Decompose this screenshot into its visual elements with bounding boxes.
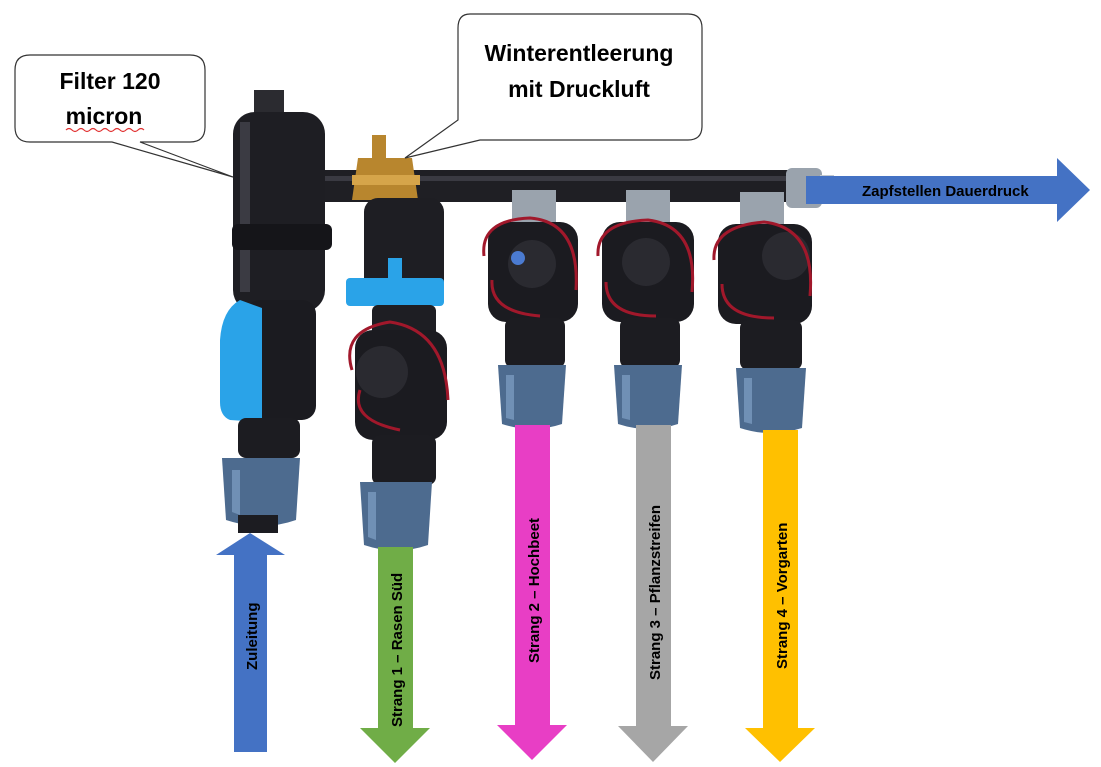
valve-3 <box>596 190 695 429</box>
valve-1 <box>348 305 450 551</box>
valve-4 <box>712 192 813 433</box>
arrow-strang-3-label: Strang 3 – Pflanzstreifen <box>647 505 664 680</box>
arrow-zuleitung <box>216 533 285 752</box>
callout-winter-line1: Winterentleerung <box>485 40 674 66</box>
arrow-strang-3 <box>618 425 688 762</box>
arrow-zapfstellen-label: Zapfstellen Dauerdruck <box>862 183 1029 200</box>
arrow-strang-2 <box>497 425 567 760</box>
callout-filter: Filter 120 micron <box>14 54 234 178</box>
arrow-strang-4 <box>745 430 815 762</box>
manifold-photo <box>220 90 834 551</box>
arrow-strang-2-label: Strang 2 – Hochbeet <box>526 518 543 663</box>
arrow-zapfstellen <box>806 158 1090 222</box>
callout-filter-line1: Filter 120 <box>60 68 161 94</box>
filter-assembly <box>220 90 332 533</box>
callout-winter-line2: mit Druckluft <box>508 76 650 102</box>
arrow-strang-1 <box>360 547 430 763</box>
callout-winterentleerung: Winterentleerung mit Druckluft <box>404 13 703 159</box>
winter-drain-assembly <box>346 135 444 306</box>
callout-filter-line2: micron <box>66 103 143 129</box>
arrow-strang-4-label: Strang 4 – Vorgarten <box>774 523 791 669</box>
arrow-zuleitung-label: Zuleitung <box>244 603 261 671</box>
valve-2 <box>482 190 578 429</box>
arrow-strang-1-label: Strang 1 – Rasen Süd <box>389 573 406 727</box>
